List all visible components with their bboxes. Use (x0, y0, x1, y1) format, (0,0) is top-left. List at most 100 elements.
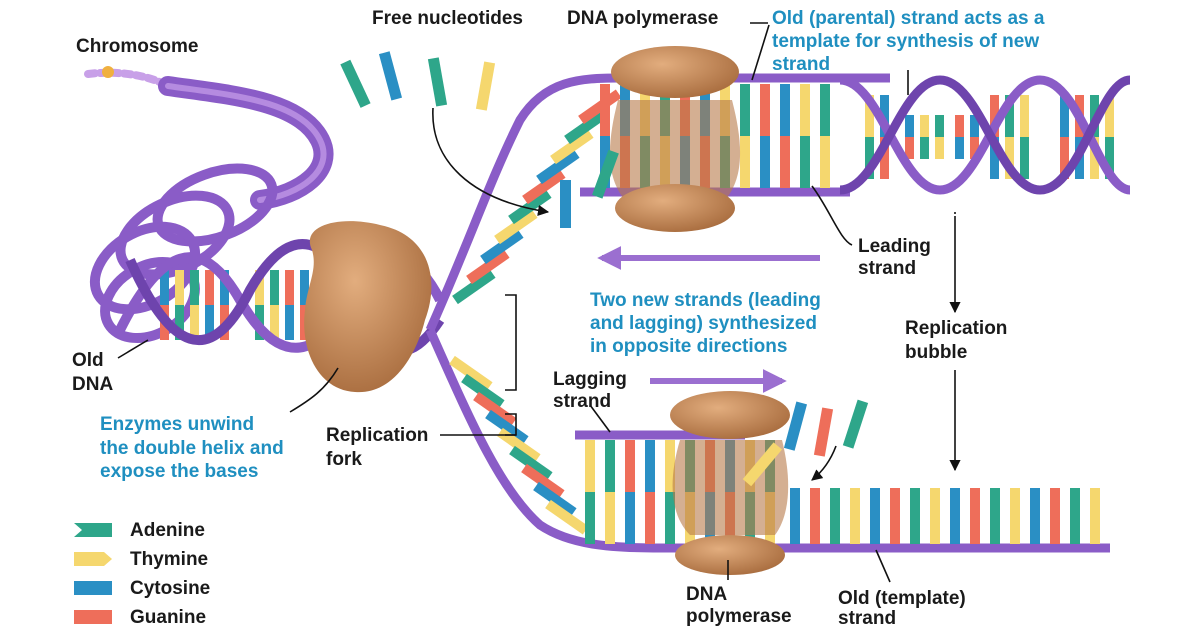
lagging-strand-label-line1: Lagging (553, 369, 627, 390)
base (880, 137, 889, 179)
leader-lines (117, 22, 961, 583)
base (160, 270, 169, 305)
lagging-strand-label-line2: strand (553, 391, 612, 412)
dna-polymerase-bottom (670, 391, 790, 575)
dna-polymerase-bottom-label-line1: DNA (686, 584, 728, 605)
base (625, 440, 635, 492)
base (905, 115, 914, 137)
base (955, 115, 964, 137)
base (850, 488, 860, 544)
base (780, 136, 790, 188)
base (910, 488, 920, 544)
base (452, 269, 496, 305)
base (1020, 95, 1029, 137)
base (1005, 95, 1014, 137)
legend-label-guanine: Guanine (130, 607, 207, 628)
dna-polymerase-bottom-label-line2: polymerase (686, 606, 792, 627)
base (475, 61, 496, 111)
base (665, 492, 675, 544)
base (842, 399, 869, 449)
base (880, 95, 889, 137)
base (930, 488, 940, 544)
two-new-strands-label-line3: in opposite directions (590, 336, 788, 357)
chromosome-label: Chromosome (76, 36, 199, 57)
replication-fork-label-line2: fork (326, 449, 362, 470)
base (990, 137, 999, 179)
base (205, 270, 214, 305)
base (645, 492, 655, 544)
old-parental-strand-label-line1: Old (parental) strand acts as a (772, 8, 1045, 29)
base (545, 499, 589, 535)
base (536, 149, 580, 185)
base (190, 305, 199, 340)
template-strand-bases (790, 488, 1100, 544)
base (790, 488, 800, 544)
base (285, 305, 294, 340)
base (645, 440, 655, 492)
base (740, 136, 750, 188)
replication-bubble-label-line2: bubble (905, 342, 968, 363)
base (1070, 488, 1080, 544)
base (285, 270, 294, 305)
base (783, 401, 808, 451)
base (1010, 488, 1020, 544)
base (890, 488, 900, 544)
base (970, 488, 980, 544)
base (494, 209, 538, 245)
base (473, 391, 517, 427)
base (190, 270, 199, 305)
base (585, 440, 595, 492)
base (427, 57, 448, 107)
base (1060, 95, 1069, 137)
parental-helix-backbones (839, 75, 1132, 195)
legend-label-adenine: Adenine (130, 520, 205, 541)
adenine-swatch-icon (74, 523, 112, 537)
base (830, 488, 840, 544)
base (1090, 137, 1099, 179)
base (508, 189, 552, 225)
base (760, 84, 770, 136)
base (820, 136, 830, 188)
base (990, 488, 1000, 544)
base (205, 305, 214, 340)
base (1030, 488, 1040, 544)
base (449, 355, 493, 391)
base (760, 136, 770, 188)
base (955, 137, 964, 159)
base (625, 492, 635, 544)
base (533, 481, 577, 517)
base (920, 137, 929, 159)
dna-polymerase-top (609, 46, 741, 232)
base (485, 409, 529, 445)
base (378, 51, 403, 101)
base (600, 84, 610, 136)
helicase-enzyme (304, 221, 432, 393)
base (810, 488, 820, 544)
old-template-strand-label-line1: Old (template) (838, 588, 966, 609)
base (800, 136, 810, 188)
base (605, 492, 615, 544)
base (905, 137, 914, 159)
base (970, 115, 979, 137)
legend-label-thymine: Thymine (130, 549, 209, 570)
base (340, 59, 371, 108)
base (564, 109, 608, 145)
base (578, 89, 622, 125)
base (175, 270, 184, 305)
base (820, 84, 830, 136)
old-parental-strand-label-line3: strand (772, 54, 831, 75)
base (935, 115, 944, 137)
cytosine-swatch-icon (74, 581, 112, 595)
enzymes-unwind-label-line3: expose the bases (100, 461, 259, 482)
base (521, 463, 565, 499)
base (742, 442, 783, 487)
base (1090, 488, 1100, 544)
old-parental-strand-label-line2: template for synthesis of new (772, 31, 1040, 52)
leading-strand-label-line2: strand (858, 258, 917, 279)
leading-strand-label-line1: Leading (858, 236, 931, 257)
base (870, 488, 880, 544)
old-dna-label-line2: DNA (72, 374, 114, 395)
base (466, 249, 510, 285)
centromere (102, 66, 114, 78)
